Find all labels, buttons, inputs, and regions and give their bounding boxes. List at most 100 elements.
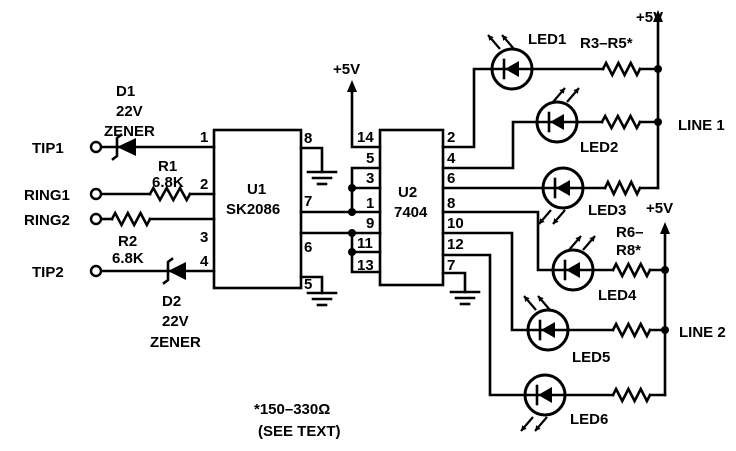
u2-chip (378, 128, 445, 287)
junction-dot (654, 118, 662, 126)
u1-pin-2: 2 (200, 176, 208, 193)
wires (99, 18, 669, 397)
light-arrow-head (539, 218, 545, 224)
r2-value: 6.8K (112, 250, 144, 267)
u1-pin-5: 5 (304, 276, 312, 293)
components (89, 10, 670, 432)
u2-pin-1: 1 (366, 195, 374, 212)
diode-triangle (117, 138, 136, 156)
wire (441, 271, 467, 294)
led6 (520, 373, 567, 432)
terminal-icon (89, 187, 103, 201)
led1 (487, 34, 534, 91)
led1-label: LED1 (528, 31, 566, 48)
wire (441, 120, 604, 170)
u1-pin-4: 4 (200, 253, 209, 270)
light-arrow-head (524, 296, 530, 302)
r1-name: R1 (158, 158, 177, 175)
u2-supply-label: +5V (333, 61, 360, 78)
led2-label: LED2 (580, 139, 618, 156)
d2-type: ZENER (150, 334, 201, 351)
tip1-label: TIP1 (32, 140, 64, 157)
u2-pin-8: 8 (447, 195, 455, 212)
r1-resistor (148, 185, 192, 203)
u2-pin-12: 12 (447, 236, 464, 253)
u2-pin-6: 6 (447, 170, 455, 187)
light-arrow-head (553, 218, 559, 224)
led4 (551, 235, 596, 292)
r2-name: R2 (118, 233, 137, 250)
junction-dot (661, 326, 669, 334)
light-arrow-head (502, 35, 508, 41)
ring1-label: RING1 (24, 187, 70, 204)
u1-pin-1: 1 (200, 129, 208, 146)
line1-label: LINE 1 (678, 117, 725, 134)
terminal-icon (89, 212, 103, 226)
light-arrow-head (573, 88, 579, 94)
light-arrow-head (589, 236, 595, 242)
wire (350, 83, 382, 149)
r7-resistor (611, 321, 652, 339)
wire (441, 67, 605, 149)
led-triangle (505, 61, 519, 77)
d2-value: 22V (162, 313, 189, 330)
r2-resistor (110, 210, 152, 228)
u2-pin-13: 13 (357, 257, 374, 274)
u1-pin-7: 7 (304, 193, 312, 210)
d1-type: ZENER (104, 123, 155, 140)
u2-pin-10: 10 (447, 215, 464, 232)
u2-pin-9: 9 (366, 215, 374, 232)
r8-resistor (611, 386, 652, 404)
diode-triangle (168, 262, 186, 280)
u1-chip (212, 128, 303, 290)
d2-name: D2 (162, 293, 181, 310)
junction-dot (654, 65, 662, 73)
zener-bar (111, 133, 123, 161)
light-arrow-head (559, 88, 565, 94)
u2-pin-3: 3 (366, 170, 374, 187)
u2-part: 7404 (394, 204, 428, 221)
u2-pin-4: 4 (447, 150, 456, 167)
led5 (523, 295, 570, 352)
u1-pin-6: 6 (304, 239, 312, 256)
ring2-label: RING2 (24, 212, 70, 229)
r4-resistor (600, 113, 642, 131)
u1-part: SK2086 (226, 201, 280, 218)
wire (299, 275, 324, 295)
led4-label: LED4 (598, 287, 637, 304)
light-arrow-head (521, 425, 527, 431)
ground-icon (306, 170, 338, 186)
u2-pin-14: 14 (357, 129, 374, 146)
led-triangle (538, 387, 552, 403)
light-arrow-head (488, 35, 494, 41)
led2 (535, 87, 580, 144)
wire (299, 146, 324, 174)
r6-resistor (611, 261, 652, 279)
led6-label: LED6 (570, 411, 608, 428)
u2-pin-5: 5 (366, 150, 374, 167)
u1-pin-8: 8 (304, 130, 312, 147)
r6-r8-label-a: R6– (616, 224, 644, 241)
led5-label: LED5 (572, 349, 610, 366)
led3 (538, 166, 585, 225)
ground-icon (449, 290, 481, 306)
r1-value: 6.8K (152, 174, 184, 191)
led-triangle (566, 262, 580, 278)
wire (350, 231, 382, 274)
supply-arrow-icon (347, 80, 357, 92)
light-arrow-head (535, 425, 541, 431)
u1-pin-3: 3 (200, 229, 208, 246)
tip2-label: TIP2 (32, 264, 64, 281)
junction-dot (348, 248, 356, 256)
junction-dot (661, 266, 669, 274)
led-triangle (556, 180, 570, 196)
led-triangle (541, 322, 555, 338)
r6-r8-label-b: R8* (616, 242, 641, 259)
u2-name: U2 (398, 184, 417, 201)
led-triangle (550, 114, 564, 130)
u1-name: U1 (247, 181, 266, 198)
line2-supply-label: +5V (646, 200, 673, 217)
supply-arrow-icon (660, 222, 670, 234)
light-arrow-head (575, 236, 581, 242)
